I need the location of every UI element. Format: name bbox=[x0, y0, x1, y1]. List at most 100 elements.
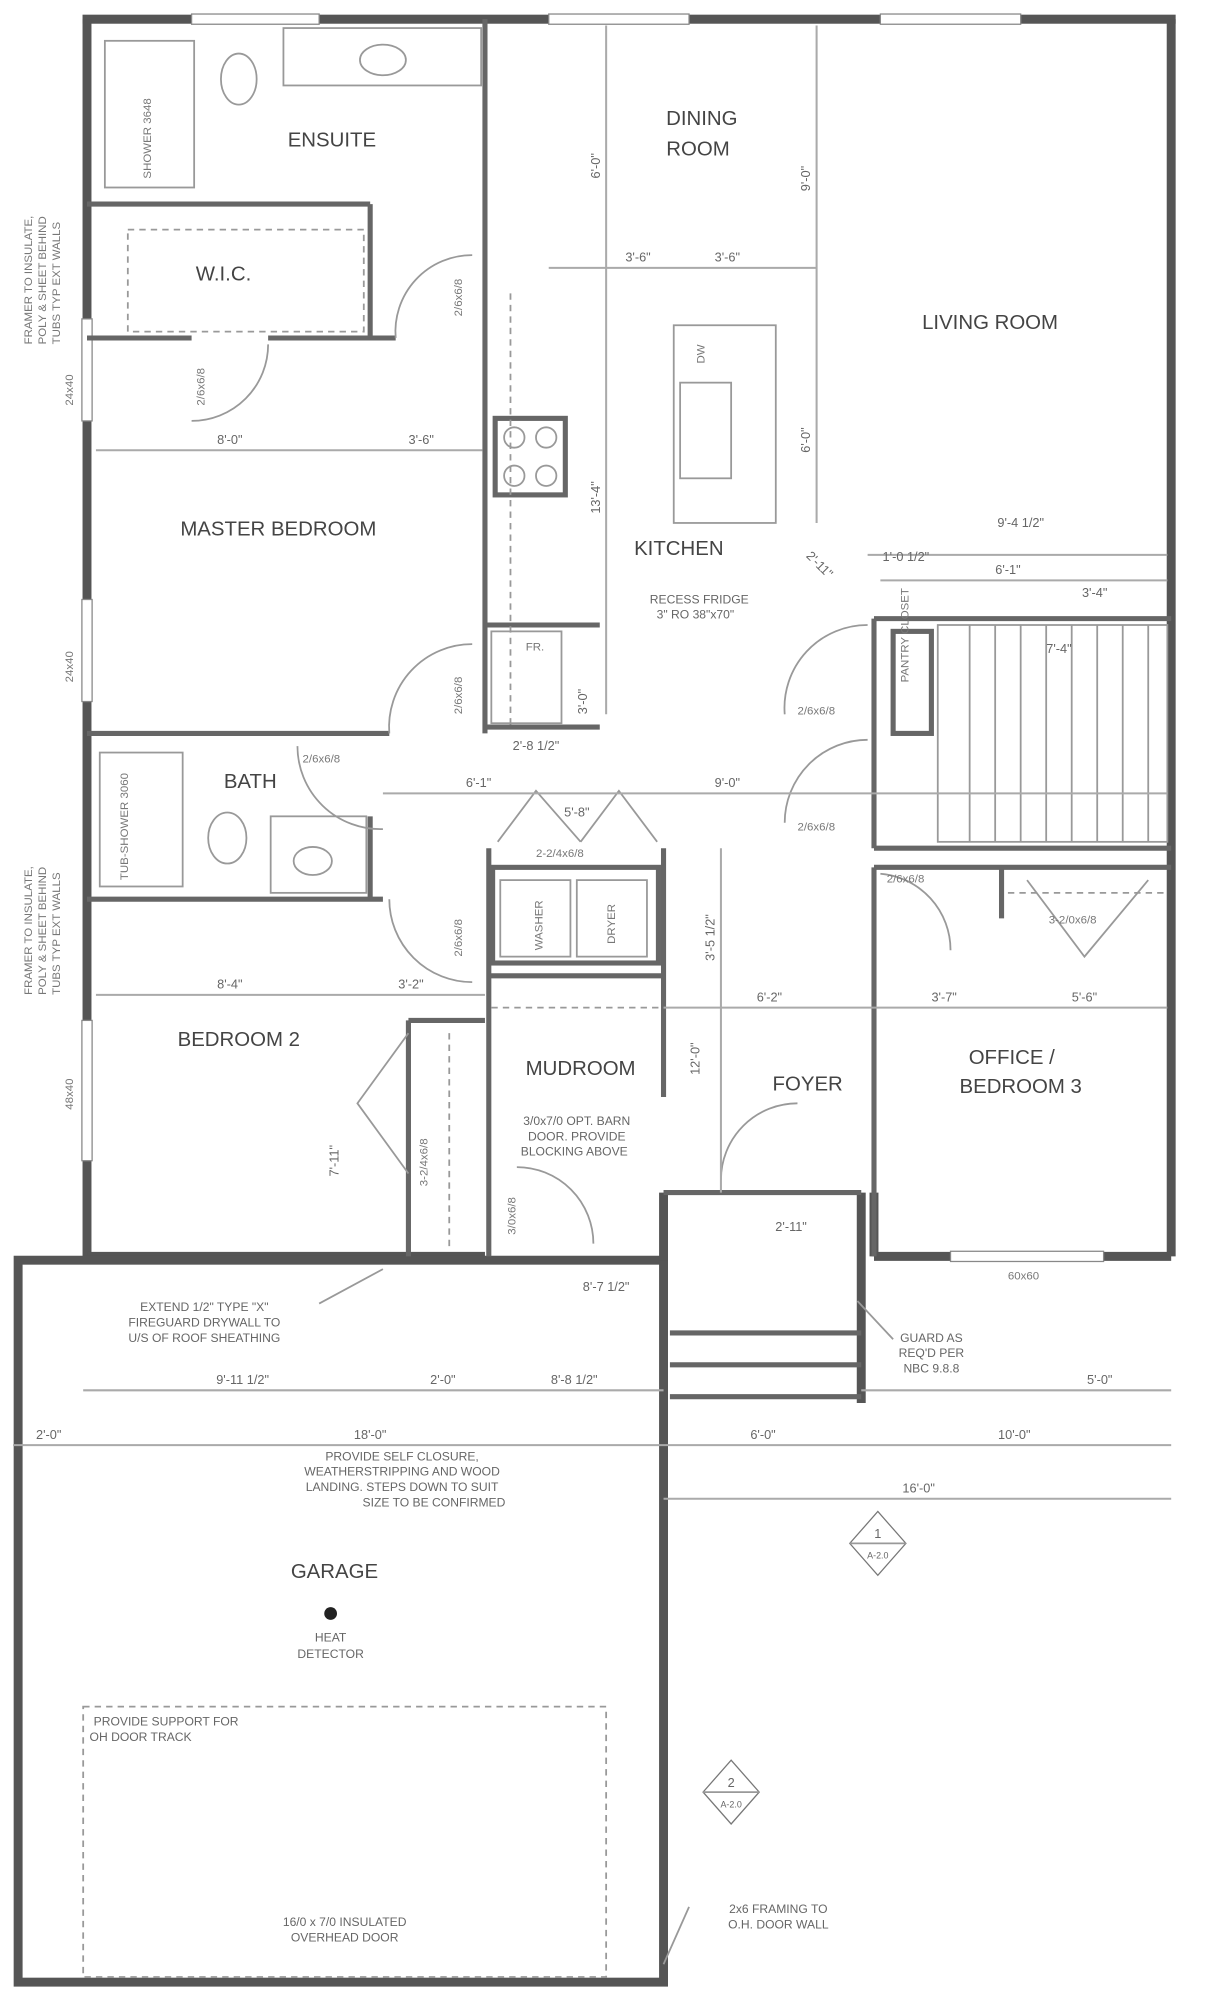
toilet-icon bbox=[207, 811, 248, 865]
svg-text:16/0 x 7/0 INSULATED: 16/0 x 7/0 INSULATED bbox=[283, 1915, 407, 1929]
note-barn-door: 3/0x7/0 OPT. BARN DOOR. PROVIDE BLOCKING… bbox=[521, 1114, 631, 1159]
room-label-living-room: LIVING ROOM bbox=[922, 312, 1058, 334]
svg-text:2x6 FRAMING TO: 2x6 FRAMING TO bbox=[729, 1902, 827, 1916]
room-label-office-2: BEDROOM 3 bbox=[959, 1076, 1081, 1098]
dim-label: 2'-8 1/2" bbox=[513, 738, 560, 753]
door-tag: 3-2/0x6/8 bbox=[1049, 914, 1097, 926]
note-guard: GUARD AS REQ'D PER NBC 9.8.8 bbox=[899, 1331, 965, 1376]
svg-text:2: 2 bbox=[728, 1775, 735, 1790]
window-tag: 24x40 bbox=[64, 374, 76, 405]
svg-text:OH DOOR TRACK: OH DOOR TRACK bbox=[90, 1730, 192, 1744]
note-self-closure: PROVIDE SELF CLOSURE, WEATHERSTRIPPING A… bbox=[304, 1449, 505, 1509]
fridge bbox=[490, 630, 563, 725]
room-label-mudroom: MUDROOM bbox=[526, 1058, 636, 1080]
dim-label: 3'-2" bbox=[398, 977, 423, 992]
svg-text:DETECTOR: DETECTOR bbox=[297, 1647, 364, 1661]
svg-text:REQ'D PER: REQ'D PER bbox=[899, 1346, 965, 1360]
svg-text:GUARD AS: GUARD AS bbox=[900, 1331, 963, 1345]
dim-label: 9'-11 1/2" bbox=[216, 1372, 269, 1387]
room-label-bath: BATH bbox=[224, 771, 277, 793]
dishwasher-label: DW bbox=[695, 344, 707, 363]
kitchen-island bbox=[672, 324, 777, 524]
room-label-bedroom-2: BEDROOM 2 bbox=[178, 1029, 300, 1051]
room-label-kitchen: KITCHEN bbox=[634, 538, 724, 560]
sink-icon bbox=[359, 43, 407, 77]
dim-label: 3'-6" bbox=[408, 432, 433, 447]
dimension-labels: 8'-0" 3'-6" 6'-0" 9'-0" 3'-6" 3'-6" 6'-0… bbox=[36, 153, 1112, 1495]
window-tag: 24x40 bbox=[64, 651, 76, 682]
stove-icon bbox=[492, 415, 568, 498]
door-tag: 2-2/4x6/8 bbox=[536, 848, 584, 860]
dim-label: 16'-0" bbox=[902, 1480, 934, 1495]
door-tag: 3-2/4x6/8 bbox=[419, 1138, 431, 1186]
interior-walls bbox=[87, 19, 1172, 1400]
svg-text:EXTEND 1/2" TYPE "X": EXTEND 1/2" TYPE "X" bbox=[140, 1300, 268, 1314]
bath-shower-label: TUB-SHOWER 3060 bbox=[119, 773, 131, 880]
svg-text:SIZE TO BE CONFIRMED: SIZE TO BE CONFIRMED bbox=[363, 1495, 506, 1509]
pantry-label: PANTRY CLOSET bbox=[899, 588, 911, 682]
room-label-ensuite: ENSUITE bbox=[288, 130, 376, 152]
dim-label: 6'-2" bbox=[757, 989, 782, 1004]
room-label-dining-1: DINING bbox=[666, 108, 737, 130]
door-tag: 2/6x6/8 bbox=[887, 874, 925, 886]
dim-label: 8'-0" bbox=[217, 432, 242, 447]
dim-label: 3'-5 1/2" bbox=[703, 914, 718, 961]
dim-label: 2'-11" bbox=[803, 548, 836, 581]
svg-text:FRAMER TO INSULATE,: FRAMER TO INSULATE, bbox=[23, 866, 35, 995]
dim-label: 8'-4" bbox=[217, 977, 242, 992]
svg-text:TUBS TYP EXT WALLS: TUBS TYP EXT WALLS bbox=[51, 221, 63, 344]
dim-label: 10'-0" bbox=[998, 1427, 1030, 1442]
dim-label: 9'-0" bbox=[715, 775, 740, 790]
dim-label: 5'-8" bbox=[564, 804, 589, 819]
dim-label: 2'-0" bbox=[36, 1427, 61, 1442]
svg-text:1: 1 bbox=[874, 1526, 881, 1541]
dim-label: 6'-0" bbox=[750, 1427, 775, 1442]
note-overhead-door: 16/0 x 7/0 INSULATED OVERHEAD DOOR bbox=[283, 1915, 407, 1944]
dim-label: 3'-0" bbox=[575, 689, 590, 714]
dim-label: 6'-0" bbox=[798, 427, 813, 452]
svg-text:BLOCKING ABOVE: BLOCKING ABOVE bbox=[521, 1145, 628, 1159]
wic-shelf bbox=[126, 228, 365, 333]
dryer-label: DRYER bbox=[606, 904, 618, 944]
ensuite-shower bbox=[103, 39, 196, 189]
dim-label: 6'-1" bbox=[466, 775, 491, 790]
note-framer-top: FRAMER TO INSULATE, POLY & SHEET BEHIND … bbox=[23, 216, 63, 345]
ensuite-shower-label: SHOWER 3648 bbox=[142, 98, 154, 178]
svg-text:3" RO 38"x70": 3" RO 38"x70" bbox=[657, 608, 735, 622]
windows bbox=[81, 13, 1105, 1263]
note-door-track: PROVIDE SUPPORT FOR OH DOOR TRACK bbox=[90, 1715, 239, 1744]
svg-text:DOOR. PROVIDE: DOOR. PROVIDE bbox=[528, 1129, 626, 1143]
section-marker-2: 2 A-2.0 bbox=[702, 1759, 761, 1825]
room-label-dining-2: ROOM bbox=[666, 139, 729, 161]
svg-text:FIREGUARD DRYWALL TO: FIREGUARD DRYWALL TO bbox=[128, 1316, 280, 1330]
svg-text:POLY & SHEET BEHIND: POLY & SHEET BEHIND bbox=[37, 216, 49, 344]
fridge-label: FR. bbox=[526, 642, 544, 654]
window-tags: 24x40 24x40 48x40 60x60 bbox=[64, 374, 1039, 1282]
overhead-door-track bbox=[82, 1705, 608, 1978]
dim-label: 9'-4 1/2" bbox=[997, 515, 1044, 530]
bath-tub bbox=[98, 751, 184, 888]
dim-label: 3'-7" bbox=[931, 989, 956, 1004]
door-tag: 3/0x6/8 bbox=[507, 1197, 519, 1235]
dim-label: 6'-1" bbox=[995, 562, 1020, 577]
dimension-lines bbox=[13, 25, 1172, 1500]
dim-label: 2'-11" bbox=[775, 1219, 807, 1234]
room-label-wic: W.I.C. bbox=[196, 264, 252, 286]
door-tag: 2/6x6/8 bbox=[453, 919, 465, 957]
fixtures bbox=[82, 27, 1168, 1978]
svg-text:A-2.0: A-2.0 bbox=[720, 1799, 741, 1809]
dim-label: 1'-0 1/2" bbox=[883, 549, 930, 564]
note-framer-bottom: FRAMER TO INSULATE, POLY & SHEET BEHIND … bbox=[23, 866, 63, 995]
svg-text:3/0x7/0 OPT. BARN: 3/0x7/0 OPT. BARN bbox=[523, 1114, 630, 1128]
svg-text:TUBS TYP EXT WALLS: TUBS TYP EXT WALLS bbox=[51, 872, 63, 995]
room-label-foyer: FOYER bbox=[773, 1074, 843, 1096]
door-swings bbox=[191, 254, 1149, 1244]
section-marker-1: 1 A-2.0 bbox=[848, 1510, 907, 1577]
note-firewall: EXTEND 1/2" TYPE "X" FIREGUARD DRYWALL T… bbox=[128, 1300, 280, 1345]
room-label-master-bedroom: MASTER BEDROOM bbox=[180, 519, 376, 541]
note-heat-detector: HEAT DETECTOR bbox=[297, 1631, 364, 1662]
sink-icon bbox=[292, 846, 333, 876]
svg-text:A-2.0: A-2.0 bbox=[867, 1551, 888, 1561]
dim-label: 12'-0" bbox=[687, 1042, 702, 1074]
dim-label: 3'-6" bbox=[715, 249, 740, 264]
